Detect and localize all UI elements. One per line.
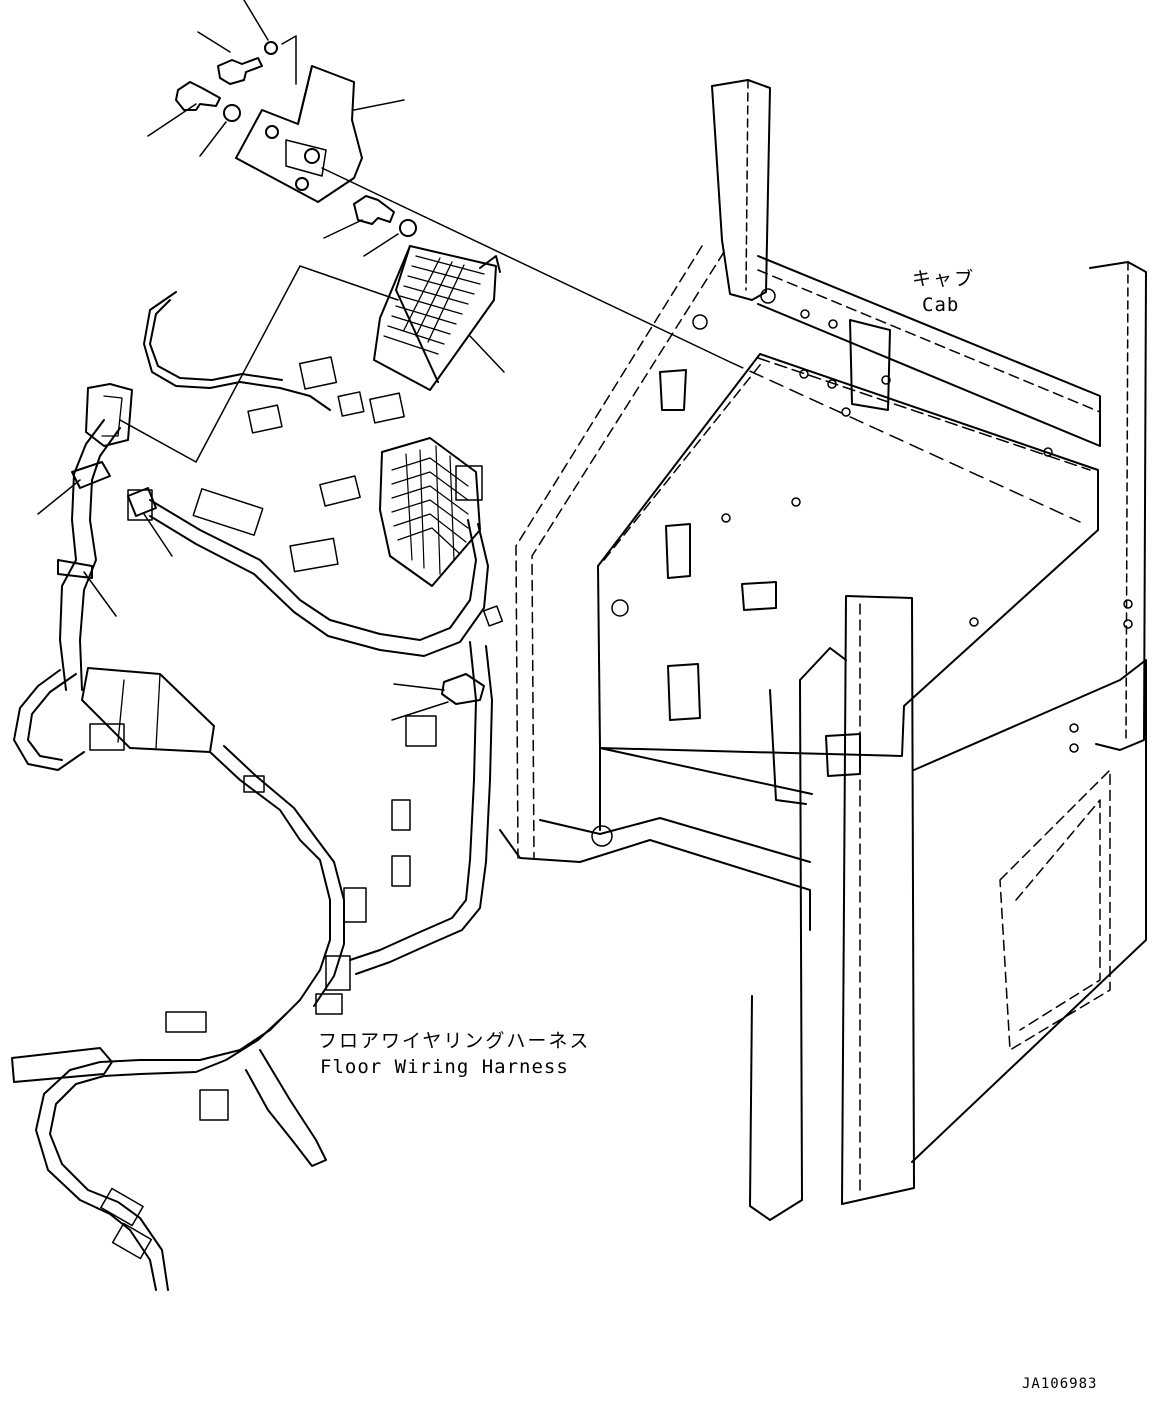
harness-clamp-4 <box>442 674 484 704</box>
cab-upper-beam <box>758 256 1100 446</box>
floor-wiring-harness <box>12 292 502 1290</box>
harness-tube-component <box>82 668 214 752</box>
harness-label-jp: フロアワイヤリングハーネス <box>318 1030 591 1052</box>
bolt-3 <box>354 196 394 224</box>
cab-door-frame <box>912 660 1146 1162</box>
bolt-1 <box>218 58 262 84</box>
cab-front-post <box>842 596 914 1204</box>
cab-label-en: Cab <box>922 294 960 316</box>
fuse-box <box>380 438 480 586</box>
cab-frame <box>500 80 1146 1220</box>
cab-bolt-holes <box>592 289 1132 846</box>
bolt-2 <box>176 82 220 110</box>
mounting-bracket <box>236 66 362 202</box>
cab-rear-pillar-right <box>1090 262 1146 750</box>
harness-clamp-3 <box>128 488 156 516</box>
cab-base-skirt <box>500 830 810 930</box>
washer-2 <box>224 105 240 121</box>
cab-rear-pillar-left <box>712 80 770 300</box>
harness-clamp-2 <box>58 560 92 578</box>
harness-label-en: Floor Wiring Harness <box>320 1056 569 1078</box>
washer-1 <box>265 42 277 54</box>
cab-floor-plate <box>598 354 1098 756</box>
controller-module <box>120 246 504 462</box>
drawing-code: JA106983 <box>1022 1376 1098 1392</box>
mounting-hardware <box>148 0 1080 522</box>
harness-connectors <box>90 357 502 1259</box>
washer-3 <box>400 220 416 236</box>
cab-label-jp: キャブ <box>912 268 976 290</box>
